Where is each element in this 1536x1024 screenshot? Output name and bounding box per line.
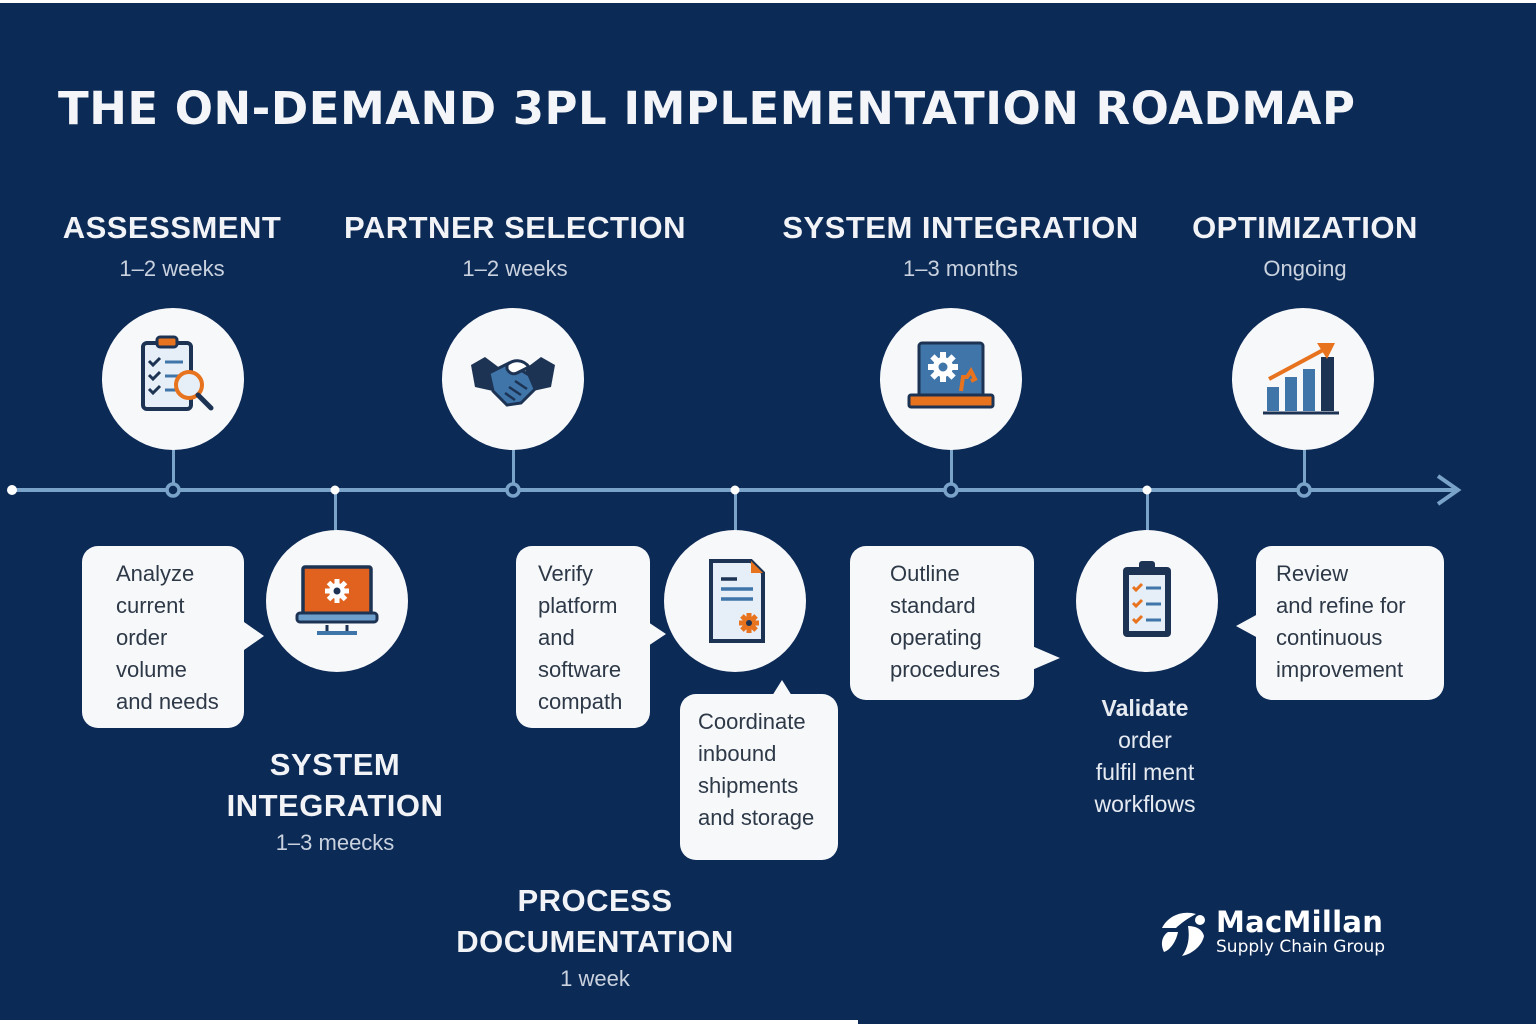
phase-name: PARTNER SELECTION [343,210,687,245]
phase-process-documentation: PROCESS DOCUMENTATION 1 week [430,880,760,992]
bubble-tail [772,680,792,696]
bubble-line: inbound [698,741,777,766]
milestone-node [165,482,181,498]
phase-duration: 1 week [560,966,630,991]
logo-brand: MacMillan [1216,905,1384,939]
bubble-line: and needs [116,689,219,714]
clipboard-magnifier-icon [141,335,214,411]
phase-duration: 1–3 meecks [275,830,395,855]
milestone-dot [730,485,740,495]
phase-name-line1: SYSTEM [269,747,401,782]
bubble-line: and storage [698,805,815,830]
connector-stem [172,445,175,489]
phase-partner-selection: PARTNER SELECTION 1–2 weeks [335,210,695,282]
bubble-tail [1032,646,1060,670]
assessment-icon-circle [102,308,244,450]
macmillan-logo-mark-icon [1161,912,1205,956]
bubble-line: and refine for [1276,593,1406,618]
bubble-line: Coordinate [698,709,806,734]
phase-duration: 1–2 weeks [462,256,568,281]
system-integration-monitor-circle [266,530,408,672]
phase-optimization: OPTIMIZATION Ongoing [1175,210,1435,282]
caption-line: Validate [1101,695,1189,721]
milestone-dot [330,485,340,495]
logo-subtitle: Supply Chain Group [1216,937,1386,957]
milestone-node [943,482,959,498]
phase-name: OPTIMIZATION [1192,210,1418,245]
monitor-gear-icon [295,565,379,635]
bottom-edge-strip [0,1020,858,1024]
phase-name: SYSTEM INTEGRATION [782,210,1139,245]
connector-stem [334,490,337,534]
connector-stem [1146,490,1149,534]
handshake-icon [471,357,555,407]
bubble-line: continuous [1276,625,1383,650]
phase-duration: Ongoing [1263,256,1347,281]
bubble-line: platform [538,593,618,618]
connector-stem [1303,445,1306,489]
milestone-node [505,482,521,498]
validate-caption: Validate order fulfil ment workflows [1060,692,1230,820]
company-logo: MacMillan Supply Chain Group [1158,906,1385,958]
phase-name-line2: INTEGRATION [226,788,444,823]
phase-name-line1: PROCESS [517,883,673,918]
bubble-line: Outline [890,561,960,586]
connector-stem [512,445,515,489]
timeline-start-dot [7,485,17,495]
caption-line: fulfil ment [1095,759,1195,785]
bubble-line: standard [890,593,976,618]
bubble-coordinate: Coordinate inbound shipments and storage [680,694,838,860]
page-title: THE ON-DEMAND 3PL IMPLEMENTATION ROADMAP [58,82,1356,135]
bubble-line: operating [890,625,982,650]
system-integration-icon-circle [880,308,1022,450]
bubble-line: volume [116,657,187,682]
phase-assessment: ASSESSMENT 1–2 weeks [52,210,292,282]
caption-line: workflows [1094,791,1196,817]
bubble-line: procedures [890,657,1001,682]
validate-icon-circle [1076,530,1218,672]
bubble-line: Analyze [116,561,195,586]
phase-duration: 1–3 months [903,256,1018,281]
bubble-analyze: Analyze current order volume and needs [82,546,244,728]
partner-selection-icon-circle [442,308,584,450]
bubble-verify: Verify platform and software compath [516,546,650,728]
bubble-line: compath [538,689,623,714]
bubble-line: software [538,657,622,682]
laptop-gear-icon [907,341,995,409]
bubble-line: current [116,593,185,618]
timeline-axis [7,474,1462,506]
phase-system-integration-bottom: SYSTEM INTEGRATION 1–3 meecks [200,744,470,856]
phase-system-integration: SYSTEM INTEGRATION 1–3 months [768,210,1153,282]
roadmap-canvas [0,3,1536,1020]
phase-duration: 1–2 weeks [119,256,225,281]
process-documentation-icon-circle [664,530,806,672]
connector-stem [950,445,953,489]
bubble-line: Review [1276,561,1349,586]
milestone-node [1296,482,1312,498]
growth-chart-icon [1263,343,1339,415]
bubble-line: improvement [1276,657,1404,682]
bubble-line: Verify [538,561,594,586]
milestone-dot [1142,485,1152,495]
bubble-line: order [116,625,168,650]
document-gear-icon [709,559,765,643]
caption-line: order [1118,727,1172,753]
timeline-arrowhead [1436,474,1462,506]
bubble-outline: Outline standard operating procedures [850,546,1034,700]
bottom-edge-fill [858,1020,1536,1024]
bubble-line: and [538,625,575,650]
bubble-tail [648,622,666,646]
bubble-tail [1236,614,1258,638]
bubble-line: shipments [698,773,799,798]
clipboard-checklist-icon [1123,561,1171,637]
bubble-review: Review and refine for continuous improve… [1256,546,1444,700]
connector-stem [734,490,737,534]
bubble-tail [244,622,264,650]
optimization-icon-circle [1232,308,1374,450]
phase-name-line2: DOCUMENTATION [456,924,734,959]
phase-name: ASSESSMENT [62,210,282,245]
